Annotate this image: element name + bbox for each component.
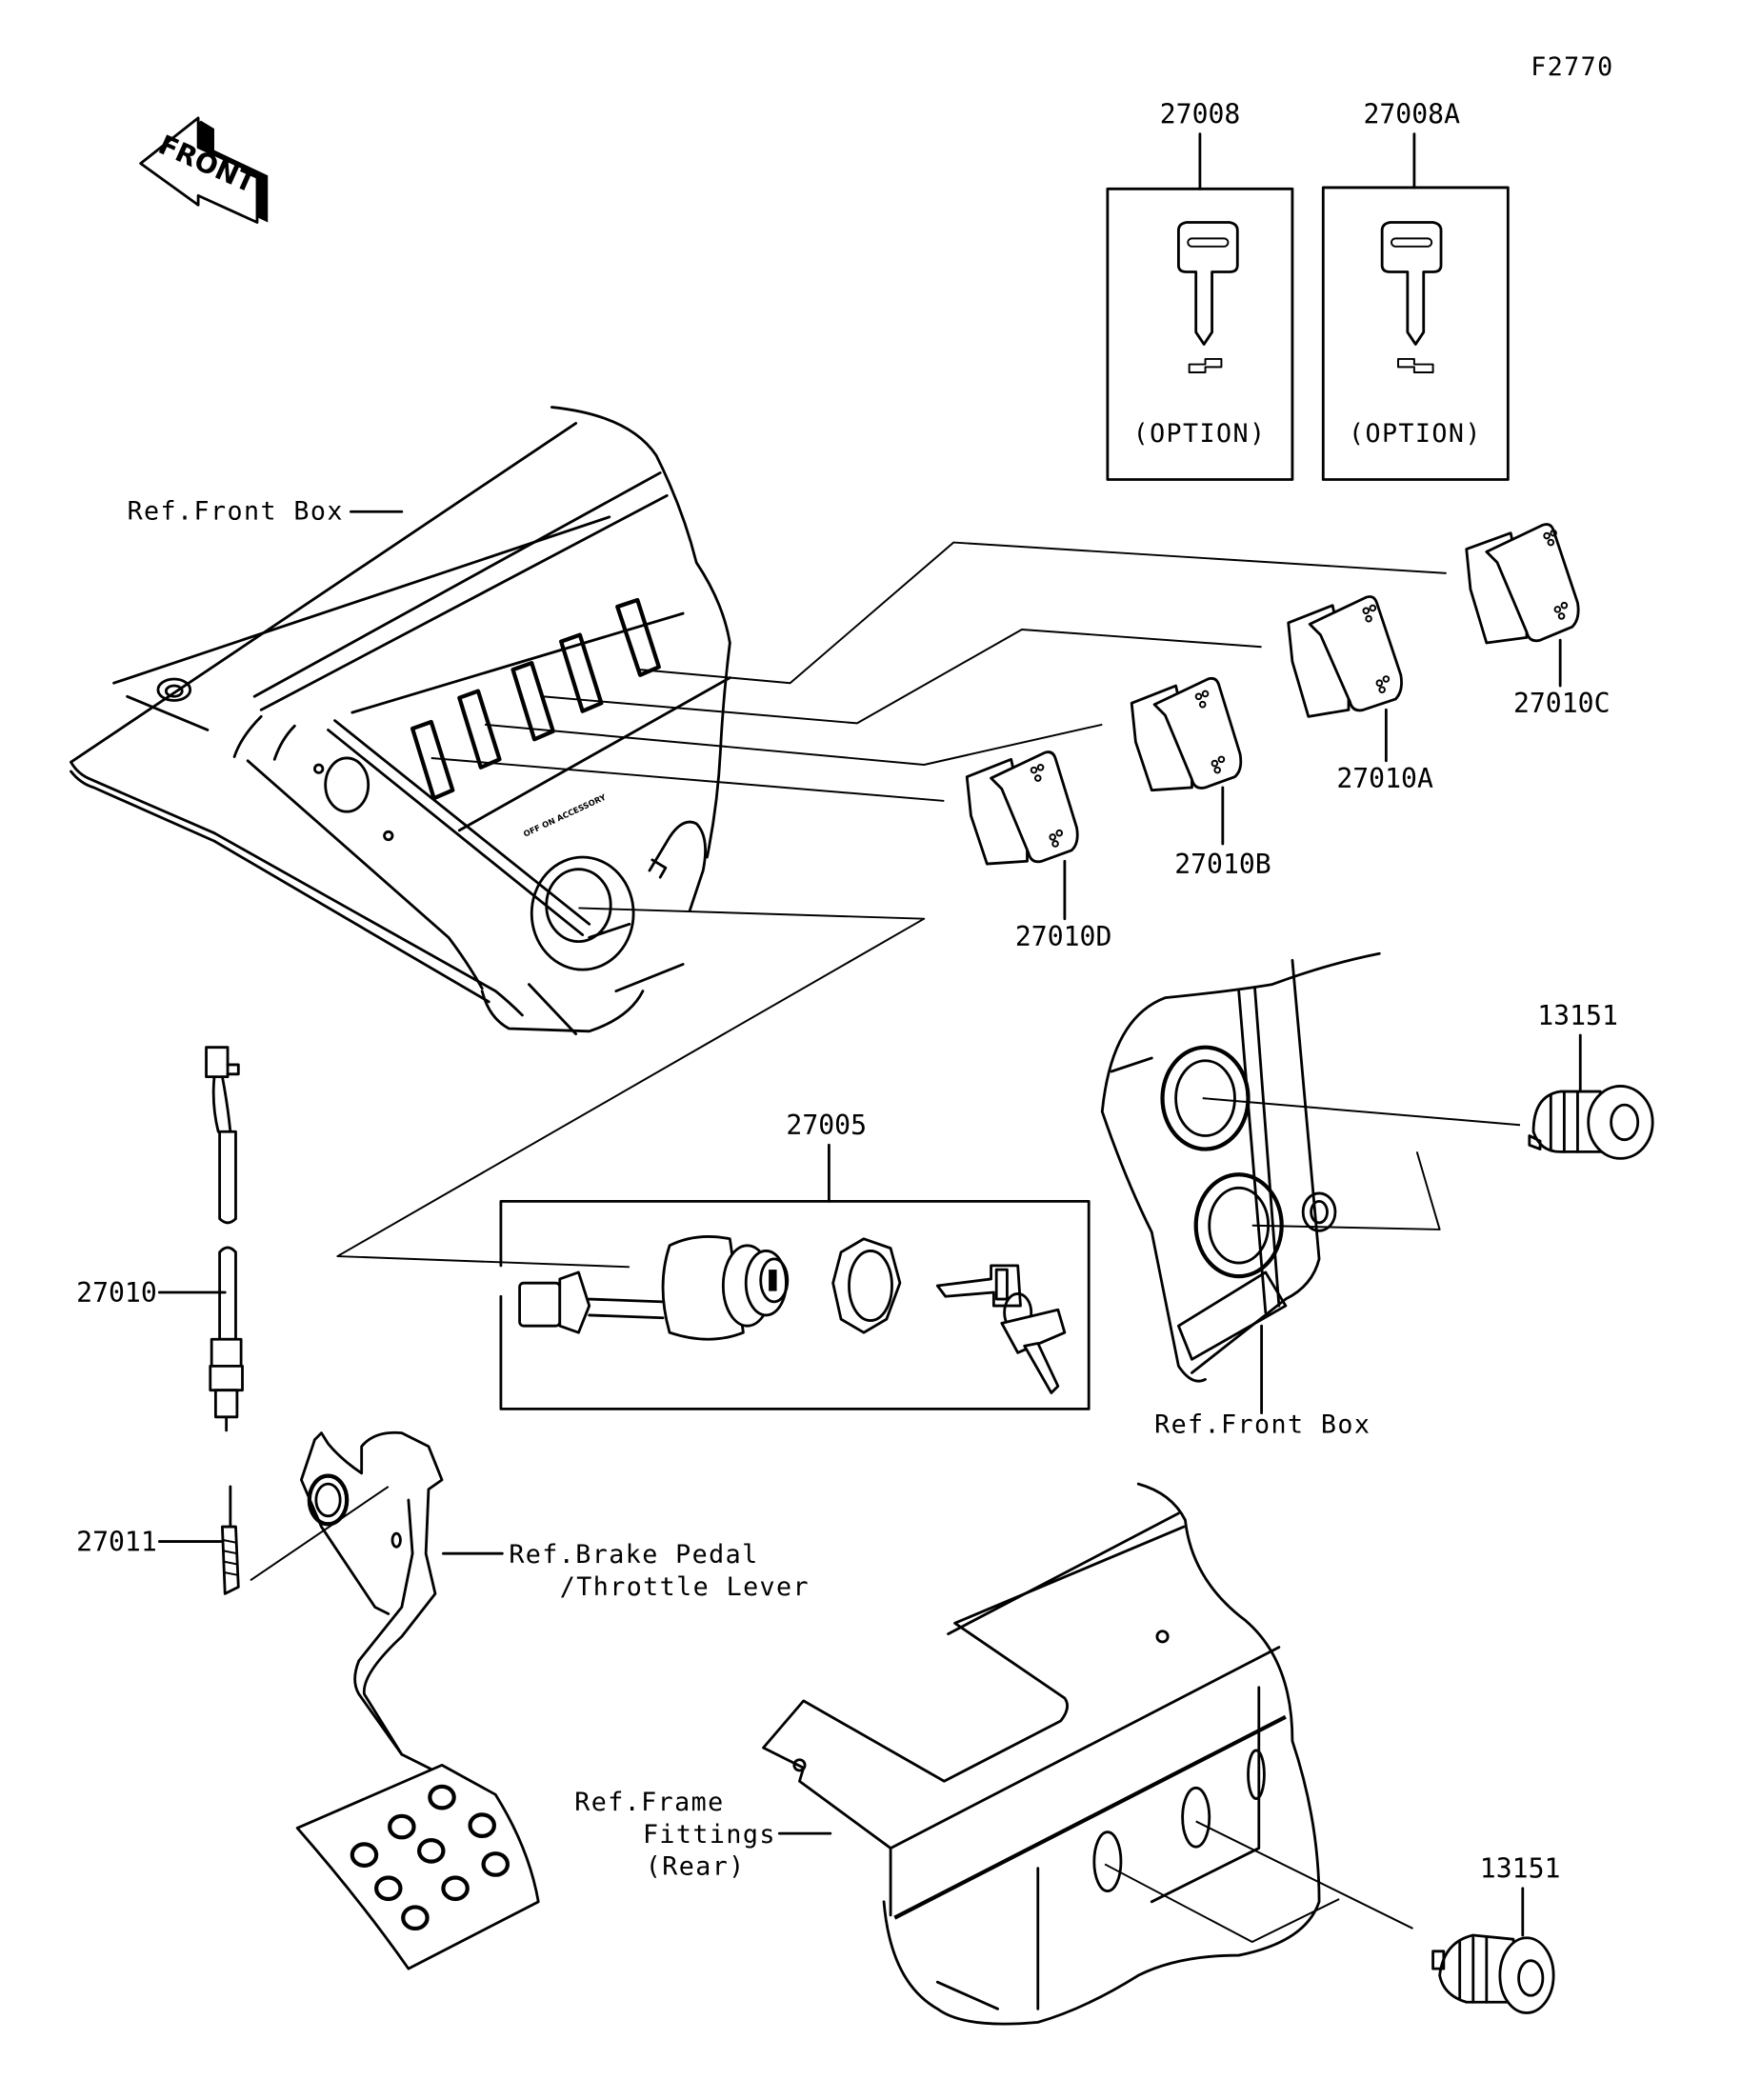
rocker-switch-icon	[965, 750, 1079, 866]
part-27010C[interactable]: 27010C	[1465, 523, 1611, 720]
ignition-switch-icon	[518, 1235, 790, 1341]
power-socket-icon	[1528, 1085, 1654, 1160]
part-27010D[interactable]: 27010D	[965, 750, 1112, 952]
key-icon	[1380, 221, 1443, 346]
option-note-27008: (OPTION)	[1133, 419, 1267, 449]
part-27011[interactable]: 27011	[76, 1485, 390, 1595]
part-27010A[interactable]: 27010A	[1287, 595, 1433, 794]
ref-brake-pedal-line1: Ref.Brake Pedal	[509, 1540, 758, 1570]
power-socket-icon	[1431, 1933, 1555, 2014]
part-27005[interactable]: 27005	[499, 1110, 1091, 1410]
brake-pedal: Ref.Brake Pedal /Throttle Lever	[295, 1430, 810, 1970]
pedal-grip-holes	[350, 1784, 510, 1931]
ref-frame-line1: Ref.Frame	[574, 1788, 724, 1817]
rocker-switch-icon	[1465, 523, 1580, 645]
key-cut-icon	[1397, 357, 1434, 373]
ref-frame-line3: (Rear)	[646, 1852, 746, 1882]
part-number-13151-front: 13151	[1537, 1000, 1618, 1031]
part-27008[interactable]: 27008 (OPTION)	[1106, 98, 1294, 481]
frame-fittings-rear: Ref.Frame Fittings (Rear)	[574, 1482, 1413, 2026]
part-number-27010A: 27010A	[1336, 763, 1433, 794]
part-27008A[interactable]: 27008A (OPTION)	[1321, 98, 1510, 481]
rocker-switch-icon	[1130, 676, 1243, 792]
part-number-27010B: 27010B	[1174, 849, 1271, 880]
ref-label: Ref.Front Box	[128, 497, 344, 527]
part-number-27008A: 27008A	[1363, 98, 1460, 130]
option-note-27008A: (OPTION)	[1349, 419, 1482, 449]
switch-slot	[457, 689, 502, 770]
figure-id: F2770	[1531, 52, 1613, 82]
part-number-27005: 27005	[786, 1110, 867, 1141]
spring-icon	[221, 1525, 240, 1595]
part-number-27011: 27011	[76, 1526, 157, 1557]
front-arrow-icon: FRONT	[139, 116, 269, 224]
ignition-keys-icon	[935, 1264, 1067, 1394]
rocker-switch-icon	[1287, 595, 1403, 718]
lock-nut-icon	[831, 1237, 902, 1334]
svg-text:OFF ON ACCESSORY: OFF ON ACCESSORY	[522, 791, 609, 838]
part-number-27010C: 27010C	[1513, 688, 1611, 719]
brake-switch-icon	[205, 1046, 244, 1432]
part-13151-rear[interactable]: 13151	[1431, 1853, 1561, 2014]
part-number-27008: 27008	[1160, 98, 1241, 130]
ref-front-box-right: Ref.Front Box	[1154, 1410, 1371, 1440]
part-number-27010D: 27010D	[1015, 921, 1112, 952]
leader-lines-switches	[336, 541, 1447, 1269]
front-box-dashboard: OFF ON ACCESSORY	[70, 406, 731, 1036]
switch-slot	[559, 632, 604, 713]
switch-slot	[615, 597, 661, 677]
ref-frame-line2: Fittings	[643, 1820, 776, 1850]
key-icon	[1177, 221, 1239, 346]
part-number-13151-rear: 13151	[1480, 1853, 1561, 1885]
part-number-27010: 27010	[76, 1277, 157, 1309]
part-27010[interactable]: 27010	[76, 1046, 244, 1432]
switch-slot	[410, 719, 455, 801]
ref-brake-pedal-line2: /Throttle Lever	[560, 1572, 810, 1602]
key-cut-icon	[1188, 357, 1223, 373]
part-27010B[interactable]: 27010B	[1130, 676, 1271, 880]
front-box-side-panel: Ref.Front Box	[1100, 951, 1521, 1440]
ref-front-box-top: Ref.Front Box	[128, 497, 404, 527]
part-13151-front[interactable]: 13151	[1528, 1000, 1654, 1160]
